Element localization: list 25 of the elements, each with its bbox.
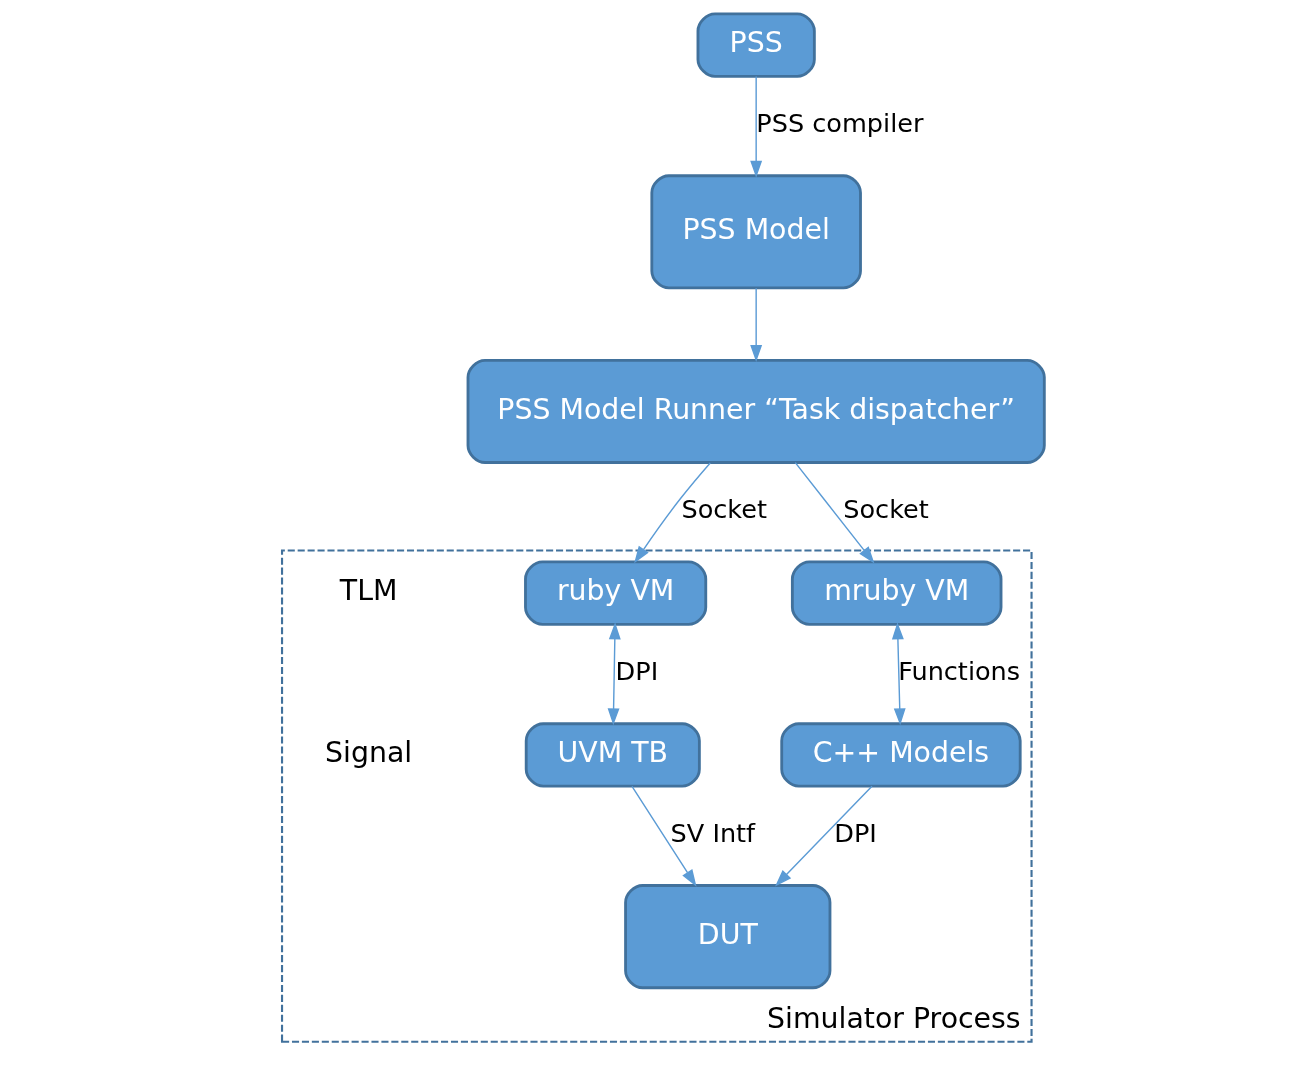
label: TLM	[339, 574, 397, 608]
node-box: C++ Models	[779, 722, 1022, 788]
arrow	[630, 785, 697, 887]
edge-label: Socket	[842, 494, 929, 525]
arrow	[607, 622, 621, 726]
node-box: DUT	[623, 884, 831, 990]
node-box: PSS Model Runner “Task dispatcher”	[466, 358, 1046, 464]
label: Signal	[324, 736, 412, 770]
arrow	[891, 622, 906, 726]
arrow	[749, 75, 762, 178]
node-box: ruby VM	[523, 560, 707, 626]
edge-label: DPI	[615, 656, 658, 687]
arrow	[774, 785, 873, 887]
arrow	[633, 462, 711, 564]
edge-label: DPI	[833, 818, 877, 849]
arrow	[794, 461, 874, 564]
edge-label: Socket	[680, 494, 767, 525]
node-box: mruby VM	[790, 560, 1002, 626]
edge-label: Functions	[897, 656, 1020, 687]
node-box: UVM TB	[524, 722, 701, 788]
node-box: PSS Model	[649, 174, 862, 290]
edge-label: PSS compiler	[755, 108, 923, 139]
node-box: PSS	[696, 12, 816, 78]
arrow	[749, 287, 762, 363]
edge-label: SV Intf	[670, 818, 755, 849]
